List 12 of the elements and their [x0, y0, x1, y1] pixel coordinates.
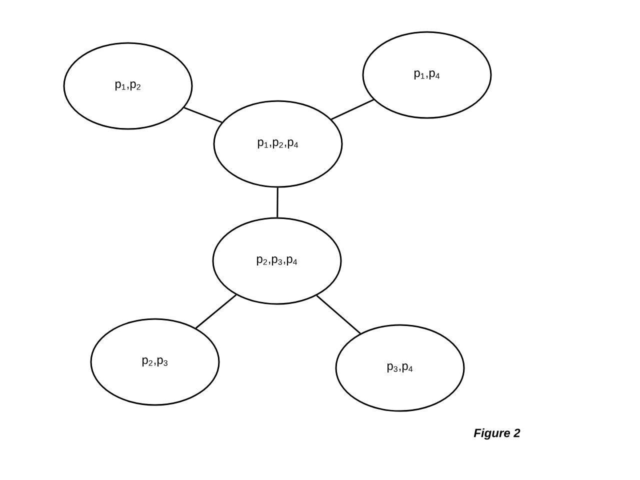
connector-line — [316, 294, 361, 334]
figure-caption: Figure 2 — [474, 428, 520, 440]
connector-line — [195, 294, 237, 329]
ellipse-node: p$_{1}$,p$_{2}$,p$_{4}$ — [213, 100, 343, 188]
connector-line — [184, 107, 222, 123]
ellipse-node: p$_{3}$,p$_{4}$ — [335, 324, 465, 412]
connector-line — [331, 99, 374, 120]
ellipse-node: p$_{2}$,p$_{3}$ — [90, 318, 220, 406]
ellipse-node: p$_{1}$,p$_{4}$ — [362, 31, 492, 119]
connector-line — [276, 188, 278, 218]
ellipse-node: p$_{2}$,p$_{3}$,p$_{4}$ — [212, 217, 342, 305]
ellipse-node: p$_{1}$,p$_{2}$ — [63, 42, 193, 130]
